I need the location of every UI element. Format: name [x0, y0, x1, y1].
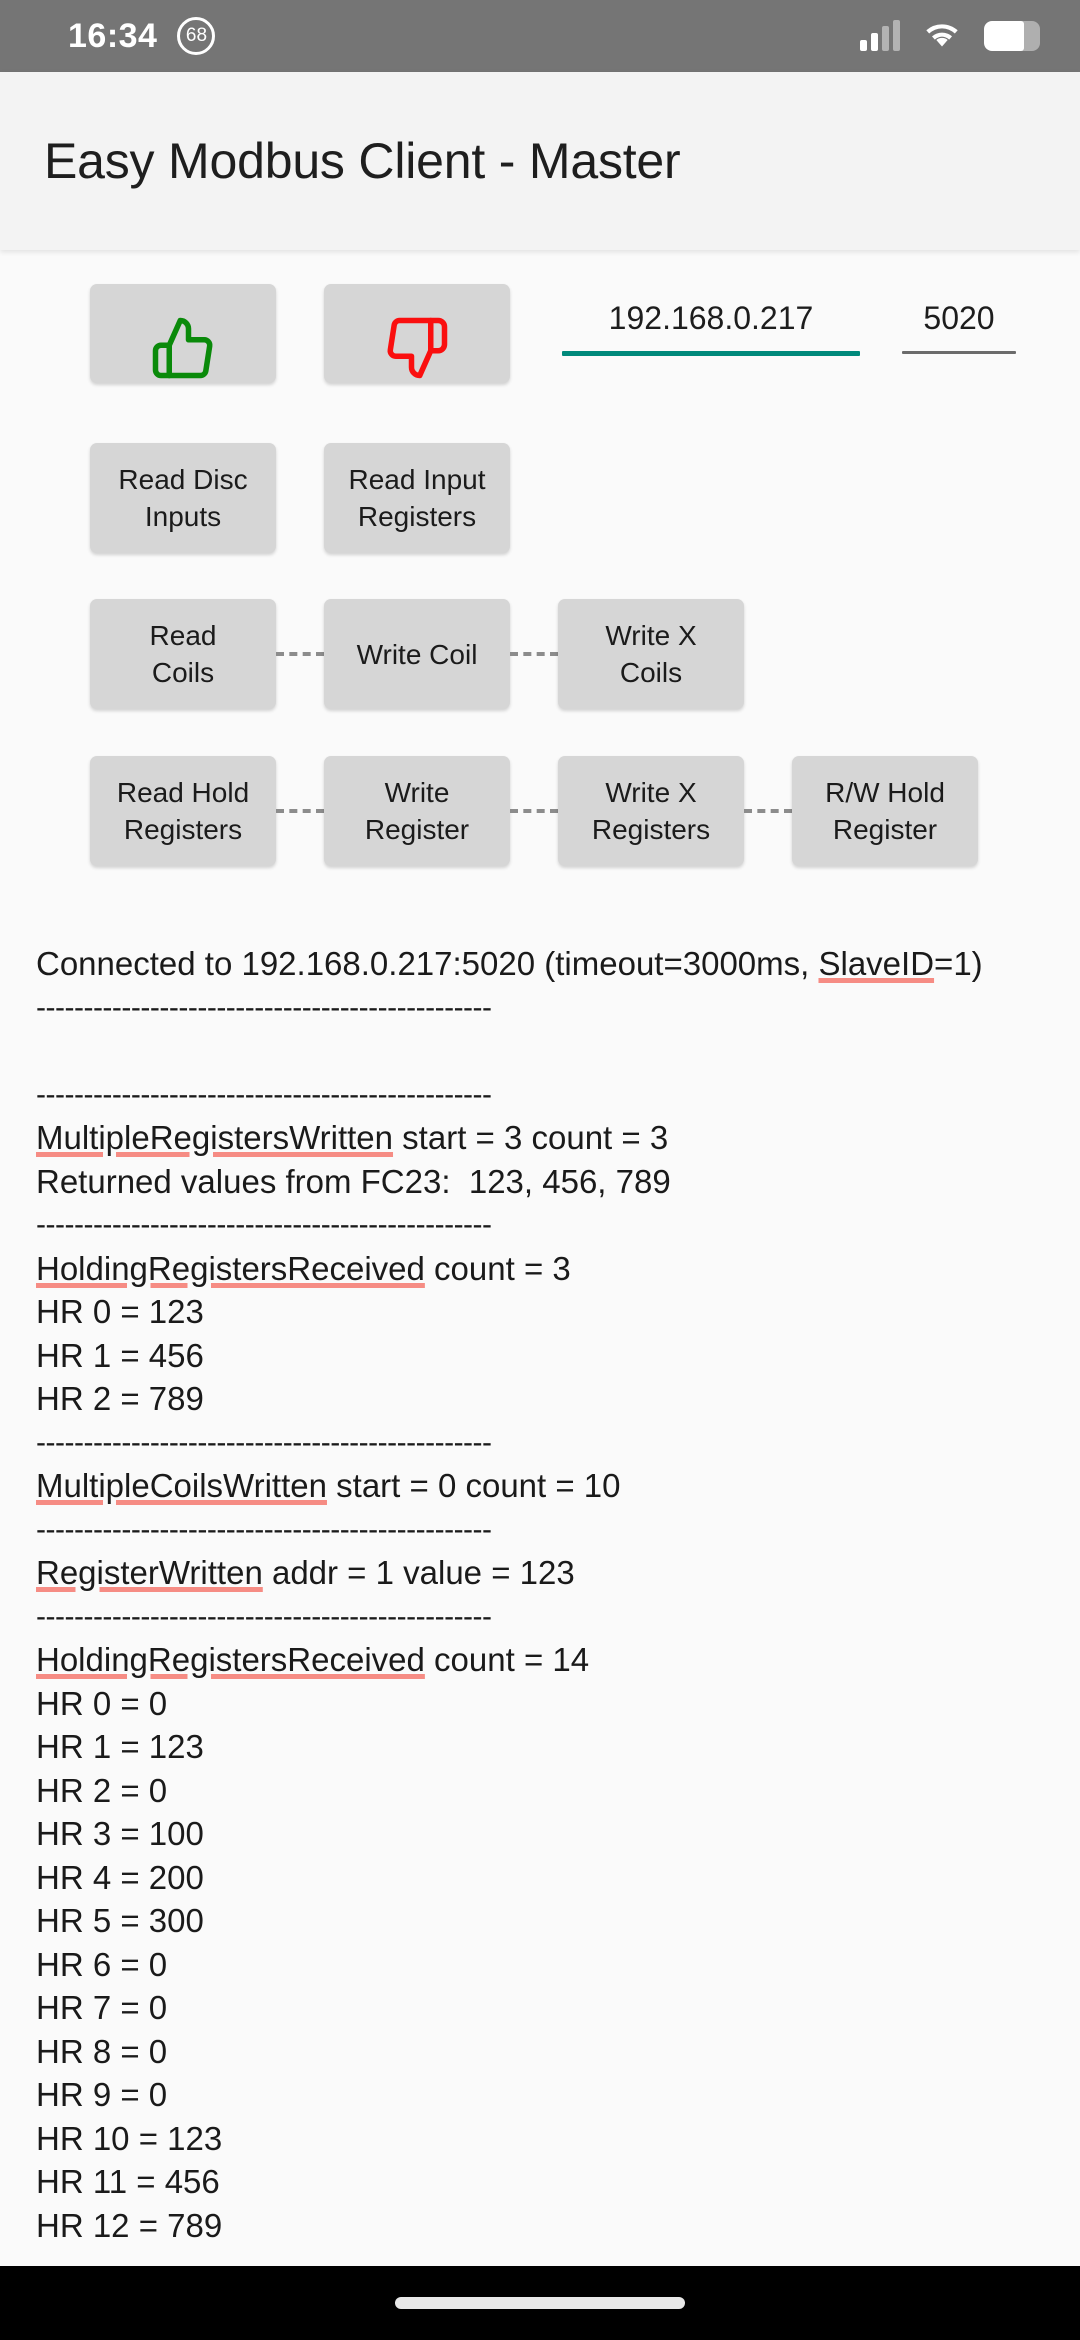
log-line: HR 10 = 123 [36, 2119, 223, 2157]
read-disc-inputs-button[interactable]: Read Disc Inputs [90, 443, 276, 553]
battery-percent-badge: 68 [177, 17, 216, 55]
spellcheck-underlined-word: SlaveID [818, 945, 935, 982]
log-line: HR 1 = 456 [36, 1336, 204, 1374]
log-output[interactable]: Connected to 192.168.0.217:5020 (timeout… [36, 942, 1044, 2247]
log-line: RegisterWritten addr = 1 value = 123 [36, 1554, 575, 1591]
rw-hold-register-button[interactable]: R/W Hold Register [792, 756, 978, 866]
wifi-icon [922, 19, 962, 54]
log-line: HR 5 = 300 [36, 1902, 204, 1939]
log-line: HR 0 = 123 [36, 1293, 204, 1330]
log-line: HR 6 = 0 [36, 1945, 168, 1983]
disconnect-button[interactable] [324, 284, 510, 383]
log-line: HR 1 = 123 [36, 1728, 204, 1765]
ip-address-field[interactable]: 192.168.0.217 [562, 300, 860, 356]
connection-row: 192.168.0.217 5020 [0, 284, 1080, 383]
read-hold-registers-button[interactable]: Read Hold Registers [90, 756, 276, 866]
connector-line [510, 809, 558, 813]
log-line: HR 2 = 0 [36, 1771, 168, 1809]
connector-line [744, 809, 792, 813]
log-separator: ----------------------------------------… [36, 1425, 492, 1459]
system-nav-bar [0, 2266, 1080, 2340]
connector-line [276, 652, 324, 656]
log-line: HR 0 = 0 [36, 1684, 168, 1722]
signal-bars-icon [860, 20, 900, 51]
write-x-coils-button[interactable]: Write X Coils [558, 599, 744, 709]
log-line: MultipleCoilsWritten start = 0 count = 1… [36, 1467, 621, 1504]
thumbs-down-icon [384, 278, 450, 390]
log-line: HR 12 = 789 [36, 2206, 223, 2244]
main-content: 192.168.0.217 5020 Read Disc Inputs Read… [0, 250, 1080, 2266]
port-underline [902, 351, 1016, 354]
spellcheck-underlined-word: HoldingRegistersReceived [36, 1641, 425, 1678]
status-bar-left: 16:34 68 [68, 16, 216, 56]
status-bar: 16:34 68 [0, 0, 1080, 72]
log-separator: ----------------------------------------… [36, 1599, 492, 1633]
write-coil-button[interactable]: Write Coil [324, 599, 510, 709]
log-line: HoldingRegistersReceived count = 14 [36, 1641, 590, 1678]
log-separator: ----------------------------------------… [36, 1208, 492, 1241]
spellcheck-underlined-word: MultipleCoilsWritten [36, 1467, 327, 1504]
log-line: Connected to 192.168.0.217:5020 (timeout… [36, 945, 983, 982]
log-line: HoldingRegistersReceived count = 3 [36, 1249, 571, 1287]
status-bar-right [860, 19, 1040, 54]
read-inputs-row: Read Disc Inputs Read Input Registers [0, 443, 1080, 553]
log-separator: ----------------------------------------… [36, 1512, 492, 1546]
coils-row: Read Coils Write Coil Write X Coils [0, 599, 1080, 709]
page-title: Easy Modbus Client - Master [44, 133, 681, 189]
log-line: HR 2 = 789 [36, 1380, 204, 1417]
log-line: HR 11 = 456 [36, 2163, 220, 2200]
connect-button[interactable] [90, 284, 276, 383]
log-line: HR 8 = 0 [36, 2032, 168, 2070]
write-register-button[interactable]: Write Register [324, 756, 510, 866]
app-bar: Easy Modbus Client - Master [0, 72, 1080, 250]
spellcheck-underlined-word: RegisterWritten [36, 1554, 263, 1591]
registers-row: Read Hold Registers Write Register Write… [0, 756, 1080, 866]
log-line: Returned values from FC23: 123, 456, 789 [36, 1162, 671, 1200]
log-line: HR 7 = 0 [36, 1989, 168, 2026]
read-input-registers-button[interactable]: Read Input Registers [324, 443, 510, 553]
ip-address-underline [562, 351, 860, 356]
ip-address-value: 192.168.0.217 [608, 300, 814, 336]
home-indicator-pill[interactable] [395, 2297, 685, 2309]
log-line: HR 4 = 200 [36, 1858, 204, 1896]
read-coils-button[interactable]: Read Coils [90, 599, 276, 709]
log-line: MultipleRegistersWritten start = 3 count… [36, 1119, 669, 1156]
connector-line [510, 652, 558, 656]
spellcheck-underlined-word: HoldingRegistersReceived [36, 1249, 425, 1287]
log-separator: ----------------------------------------… [36, 1077, 492, 1111]
spellcheck-underlined-word: MultipleRegistersWritten [36, 1119, 394, 1156]
port-value: 5020 [923, 300, 995, 336]
log-line: HR 3 = 100 [36, 1815, 204, 1852]
status-clock: 16:34 [68, 16, 158, 55]
battery-icon [984, 21, 1040, 51]
thumbs-up-icon [150, 278, 216, 390]
connector-line [276, 809, 324, 813]
log-separator: ----------------------------------------… [36, 990, 492, 1024]
log-line [36, 1029, 1044, 1073]
log-line: HR 9 = 0 [36, 2076, 168, 2113]
write-x-registers-button[interactable]: Write X Registers [558, 756, 744, 866]
port-field[interactable]: 5020 [902, 300, 1016, 354]
